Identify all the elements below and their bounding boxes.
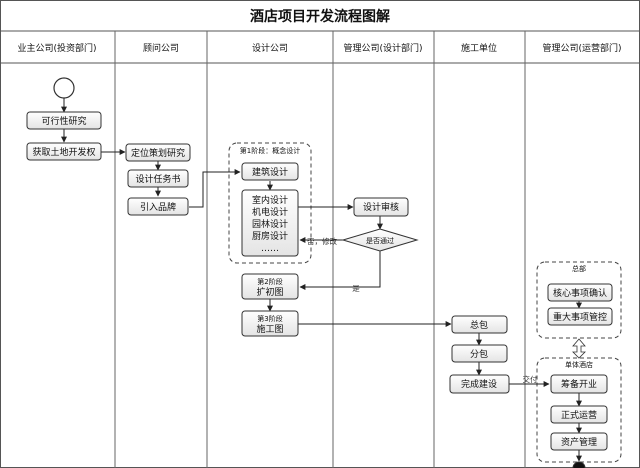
phase1-group: [228, 142, 312, 264]
box-major-control-label: 重大事项管控: [553, 311, 607, 323]
box-preparation: [550, 374, 608, 394]
box-phase3: [241, 310, 299, 337]
box-positioning-label: 定位策划研究: [131, 147, 185, 159]
lane-header-mgmt-design: 管理公司(设计部门): [343, 42, 422, 54]
page-title: 酒店项目开发流程图解: [250, 8, 390, 25]
decision-pass: [341, 228, 419, 252]
box-design-review-label: 设计审核: [363, 201, 399, 213]
box-arch-design-label: 建筑设计: [252, 166, 288, 178]
detail-line-kitchen: 厨房设计: [252, 230, 288, 242]
lane-header-consultant: 顾问公司: [143, 42, 179, 54]
box-asset: [550, 432, 608, 451]
box-complete-label: 完成建设: [461, 378, 497, 390]
box-phase2: [241, 273, 299, 300]
detail-line-mep: 机电设计: [252, 206, 288, 218]
box-operation: [550, 405, 608, 424]
box-design-brief-label: 设计任务书: [135, 173, 180, 185]
decision-pass-label: 是否通过: [366, 236, 394, 245]
edge-label-yes: 是: [352, 284, 360, 293]
box-phase2-sub: 扩初图: [256, 286, 283, 298]
box-core-confirm: [547, 283, 613, 302]
box-land-label: 获取土地开发权: [32, 146, 95, 158]
box-operation-label: 正式运营: [561, 409, 597, 421]
box-design-review: [353, 197, 409, 217]
edge-label-no-revise: 否，修改: [307, 236, 337, 246]
box-brand: [127, 197, 189, 216]
box-sub-contract-label: 分包: [470, 348, 488, 360]
box-preparation-label: 筹备开业: [561, 378, 597, 390]
box-detail-designs: [241, 189, 299, 257]
box-phase2-title: 第2阶段: [257, 277, 282, 286]
box-brand-label: 引入品牌: [140, 201, 176, 213]
double-arrow-icon: [572, 338, 586, 359]
box-asset-label: 资产管理: [561, 436, 597, 448]
lane-header-owner: 业主公司(投资部门): [17, 42, 96, 54]
box-positioning: [125, 143, 191, 162]
box-phase3-sub: 施工图: [256, 323, 283, 335]
lane-header-design: 设计公司: [252, 42, 288, 54]
edge-label-handover: 交付: [523, 374, 538, 384]
lane-header-mgmt-ops: 管理公司(运营部门): [542, 42, 621, 54]
detail-line-landscape: 园林设计: [252, 218, 288, 230]
start-node: [53, 77, 75, 99]
box-general-contract: [451, 315, 508, 334]
detail-line-interior: 室内设计: [252, 194, 288, 206]
box-arch-design: [241, 162, 299, 181]
box-major-control: [547, 307, 613, 326]
box-sub-contract: [451, 344, 508, 363]
box-phase3-title: 第3阶段: [257, 314, 282, 323]
detail-line-more: ……: [261, 244, 279, 254]
box-core-confirm-label: 核心事项确认: [553, 287, 607, 299]
hq-label: 总部: [572, 264, 586, 273]
lane-header-construction: 施工单位: [461, 42, 497, 54]
box-general-contract-label: 总包: [470, 319, 488, 331]
phase1-label: 第1阶段：概念设计: [240, 146, 300, 155]
box-feasibility-label: 可行性研究: [41, 115, 86, 127]
box-complete: [449, 374, 510, 394]
box-land: [26, 142, 102, 161]
box-feasibility: [26, 111, 102, 130]
end-node: [572, 461, 586, 468]
box-design-brief: [127, 169, 189, 188]
single-hotel-label: 单体酒店: [565, 360, 593, 369]
